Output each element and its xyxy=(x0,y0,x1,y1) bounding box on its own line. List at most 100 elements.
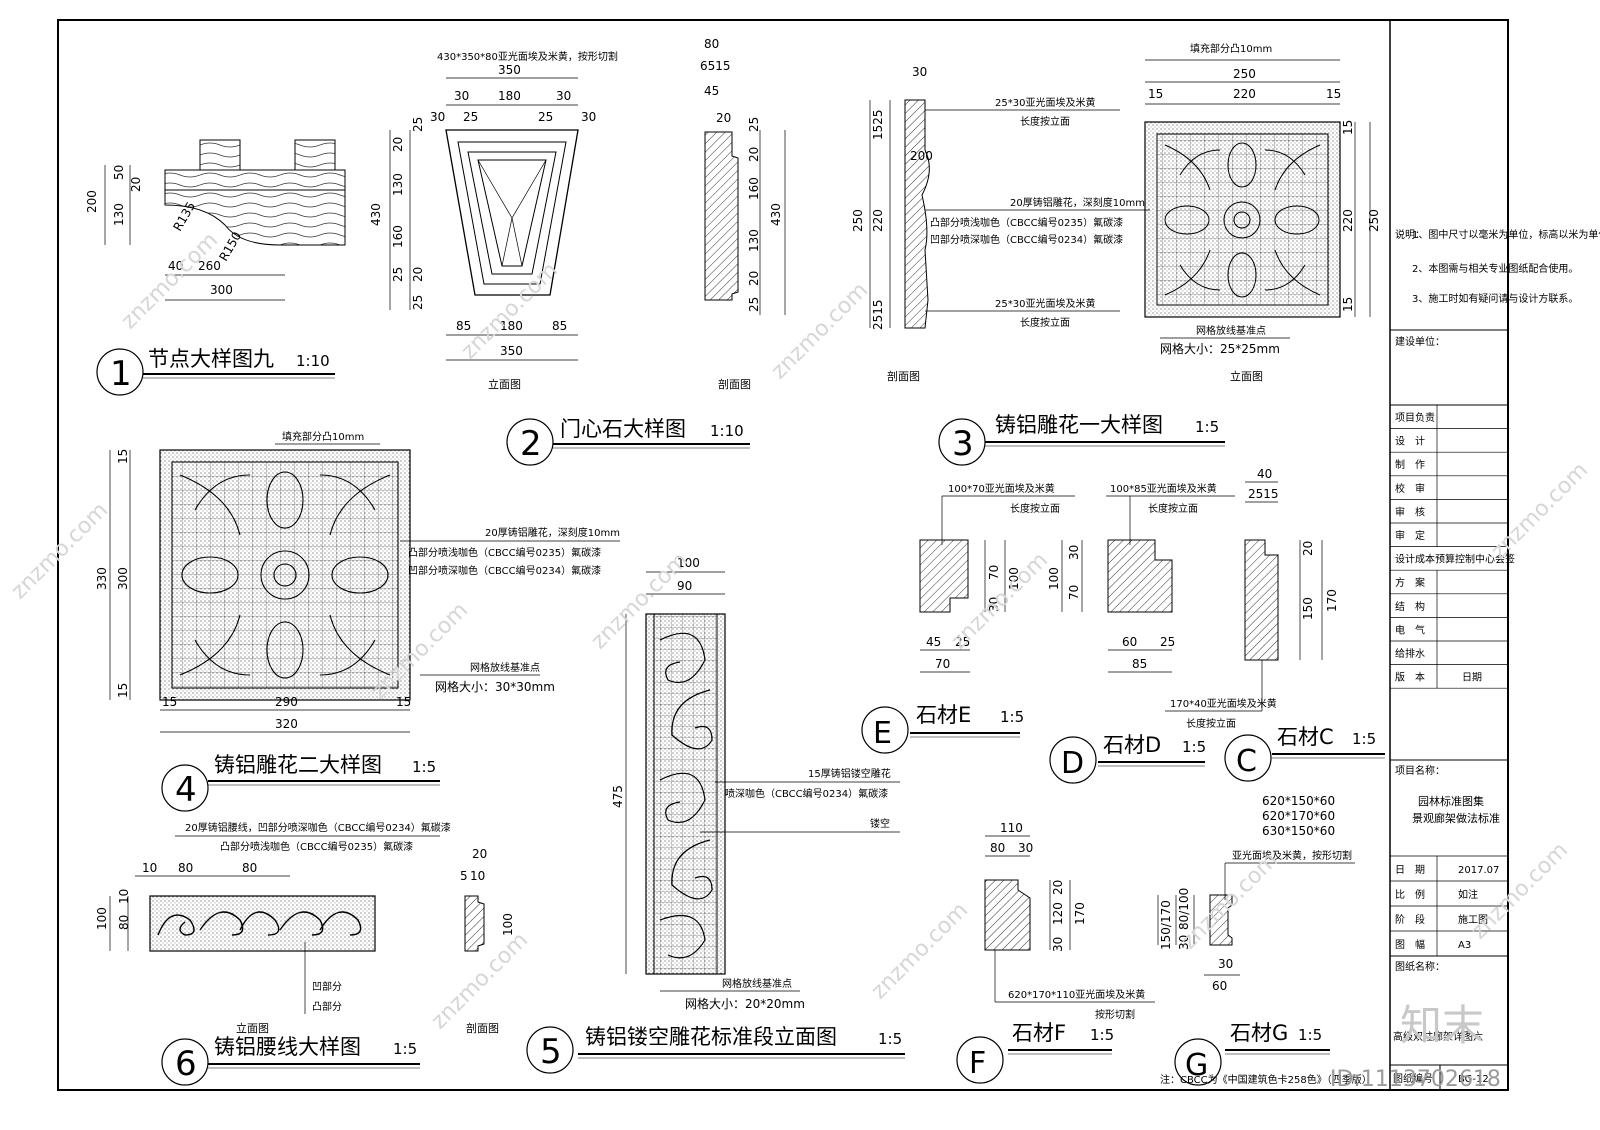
svg-text:凸部分喷浅咖色（CBCC编号0235）氟碳漆: 凸部分喷浅咖色（CBCC编号0235）氟碳漆 xyxy=(930,216,1123,229)
svg-text:G: G xyxy=(1185,1048,1208,1083)
title-block-row-label: 审 定 xyxy=(1395,529,1425,542)
svg-text:25: 25 xyxy=(538,110,553,124)
svg-text:亚光面埃及米黄，按形切割: 亚光面埃及米黄，按形切割 xyxy=(1232,849,1352,862)
svg-text:BG-12: BG-12 xyxy=(1458,1074,1489,1085)
detail-2-marker xyxy=(506,418,554,466)
svg-text:凸部分喷浅咖色（CBCC编号0235）氟碳漆: 凸部分喷浅咖色（CBCC编号0235）氟碳漆 xyxy=(220,840,413,853)
svg-text:立面图: 立面图 xyxy=(236,1021,269,1035)
svg-text:80: 80 xyxy=(704,37,719,51)
svg-text:130: 130 xyxy=(112,203,126,226)
title-block-row-label: 结 构 xyxy=(1395,600,1425,613)
svg-text:20: 20 xyxy=(747,147,761,162)
title-block-info-value: 如注 xyxy=(1458,888,1478,901)
svg-text:2: 2 xyxy=(520,424,542,464)
svg-text:长度按立面: 长度按立面 xyxy=(1010,502,1060,515)
svg-text:E: E xyxy=(873,716,892,751)
svg-text:剖面图: 剖面图 xyxy=(466,1021,499,1035)
svg-text:30: 30 xyxy=(1067,545,1081,560)
svg-text:60: 60 xyxy=(1122,635,1137,649)
svg-text:长度按立面: 长度按立面 xyxy=(1020,316,1070,329)
svg-text:1:5: 1:5 xyxy=(1090,1026,1114,1044)
svg-text:1:5: 1:5 xyxy=(1195,418,1219,436)
detail-1-marker xyxy=(96,348,144,396)
svg-text:凸部分: 凸部分 xyxy=(312,1000,342,1013)
svg-text:镂空: 镂空 xyxy=(870,817,890,830)
svg-text:网格放线基准点: 网格放线基准点 xyxy=(1196,324,1266,337)
svg-text:160: 160 xyxy=(747,177,761,200)
svg-text:立面图: 立面图 xyxy=(1230,369,1263,383)
detail-G-stone: 620*150*60 620*170*60 630*150*60 亚光面埃及米黄… xyxy=(1157,794,1355,1086)
svg-text:凸部分喷浅咖色（CBCC编号0235）氟碳漆: 凸部分喷浅咖色（CBCC编号0235）氟碳漆 xyxy=(408,546,601,559)
svg-text:25: 25 xyxy=(463,110,478,124)
svg-text:5: 5 xyxy=(540,1032,562,1072)
title-block-row-label: 设计成本预算控制中心会签 xyxy=(1395,553,1515,566)
title-block-info-value: 2017.07 xyxy=(1458,865,1499,876)
svg-text:凹部分: 凹部分 xyxy=(312,980,342,993)
svg-text:图纸编号: 图纸编号 xyxy=(1393,1072,1433,1085)
svg-text:1:5: 1:5 xyxy=(1352,730,1376,748)
detail-5-title: 铸铝镂空雕花标准段立面图 xyxy=(585,1025,837,1049)
svg-text:25: 25 xyxy=(747,297,761,312)
svg-text:1: 1 xyxy=(110,354,132,394)
svg-text:1:5: 1:5 xyxy=(1000,708,1024,726)
svg-text:znzmo.com: znzmo.com xyxy=(1467,838,1573,944)
svg-text:剖面图: 剖面图 xyxy=(718,377,751,391)
svg-text:25: 25 xyxy=(1160,635,1175,649)
title-block-info-value: A3 xyxy=(1458,940,1471,951)
svg-text:2515: 2515 xyxy=(871,299,885,330)
svg-text:4: 4 xyxy=(175,770,197,810)
svg-text:80: 80 xyxy=(117,915,131,930)
detail-2-title: 门心石大样图 xyxy=(560,417,686,441)
svg-text:园林标准图集: 园林标准图集 xyxy=(1418,794,1484,808)
svg-text:300: 300 xyxy=(210,283,233,297)
svg-text:凹部分喷深咖色（CBCC编号0234）氟碳漆: 凹部分喷深咖色（CBCC编号0234）氟碳漆 xyxy=(408,564,601,577)
svg-text:250: 250 xyxy=(851,209,865,232)
svg-text:知末: 知末 xyxy=(1400,1001,1484,1050)
svg-text:15: 15 xyxy=(116,449,130,464)
svg-text:20: 20 xyxy=(129,177,143,192)
svg-text:填充部分凸10mm: 填充部分凸10mm xyxy=(282,430,364,443)
detail-5-hollow-carving: 100 90 475 15厚铸铝镂空雕花 喷深咖色（CBCC编号0234）氟碳漆… xyxy=(526,556,905,1074)
svg-text:170*40亚光面埃及米黄: 170*40亚光面埃及米黄 xyxy=(1170,697,1277,710)
svg-text:620*170*60: 620*170*60 xyxy=(1262,809,1335,823)
svg-text:20: 20 xyxy=(747,271,761,286)
svg-text:85: 85 xyxy=(552,319,567,333)
svg-text:6515: 6515 xyxy=(700,59,731,73)
svg-text:20: 20 xyxy=(716,111,731,125)
svg-text:1525: 1525 xyxy=(871,109,885,140)
detail-6-marker xyxy=(161,1038,209,1086)
title-block-info-label: 比 例 xyxy=(1395,888,1425,901)
svg-text:170: 170 xyxy=(1073,902,1087,925)
svg-text:260: 260 xyxy=(198,259,221,273)
title-block-row-label: 版 本 xyxy=(1395,671,1425,684)
svg-text:70: 70 xyxy=(935,657,950,671)
svg-text:40: 40 xyxy=(168,259,183,273)
svg-text:25: 25 xyxy=(391,267,405,282)
svg-text:15: 15 xyxy=(1326,87,1341,101)
svg-text:430: 430 xyxy=(369,203,383,226)
svg-text:按形切割: 按形切割 xyxy=(1095,1008,1135,1021)
svg-text:60: 60 xyxy=(1212,979,1227,993)
svg-text:6: 6 xyxy=(175,1044,197,1084)
svg-text:80: 80 xyxy=(990,841,1005,855)
svg-text:znzmo.com: znzmo.com xyxy=(767,278,873,384)
detail-F-stone: 110 80 30 20 120 170 30 620*170*110亚光面埃及… xyxy=(956,821,1155,1084)
svg-text:30: 30 xyxy=(1218,957,1233,971)
svg-text:80: 80 xyxy=(178,861,193,875)
svg-text:20厚铸铝雕花，深刻度10mm: 20厚铸铝雕花，深刻度10mm xyxy=(1010,196,1145,209)
detail-4-title: 铸铝雕花二大样图 xyxy=(214,753,382,777)
detail-F-title: 石材F xyxy=(1012,1021,1066,1045)
svg-text:F: F xyxy=(969,1046,986,1081)
svg-text:网格大小：25*25mm: 网格大小：25*25mm xyxy=(1160,341,1280,356)
svg-text:100: 100 xyxy=(1007,567,1021,590)
svg-text:长度按立面: 长度按立面 xyxy=(1020,115,1070,128)
detail-C-stone: 40 2515 20 150 170 170*40亚光面埃及米黄 长度按立面 C… xyxy=(1165,467,1385,782)
svg-text:220: 220 xyxy=(1341,209,1355,232)
svg-text:130: 130 xyxy=(747,229,761,252)
title-block-info-value: 施工图 xyxy=(1458,913,1488,926)
title-block-info-label: 阶 段 xyxy=(1395,913,1425,926)
title-block-row-label: 校 审 xyxy=(1395,482,1425,495)
svg-text:220: 220 xyxy=(1233,87,1256,101)
svg-text:3、施工时如有疑问请与设计方联系。: 3、施工时如有疑问请与设计方联系。 xyxy=(1412,292,1578,305)
